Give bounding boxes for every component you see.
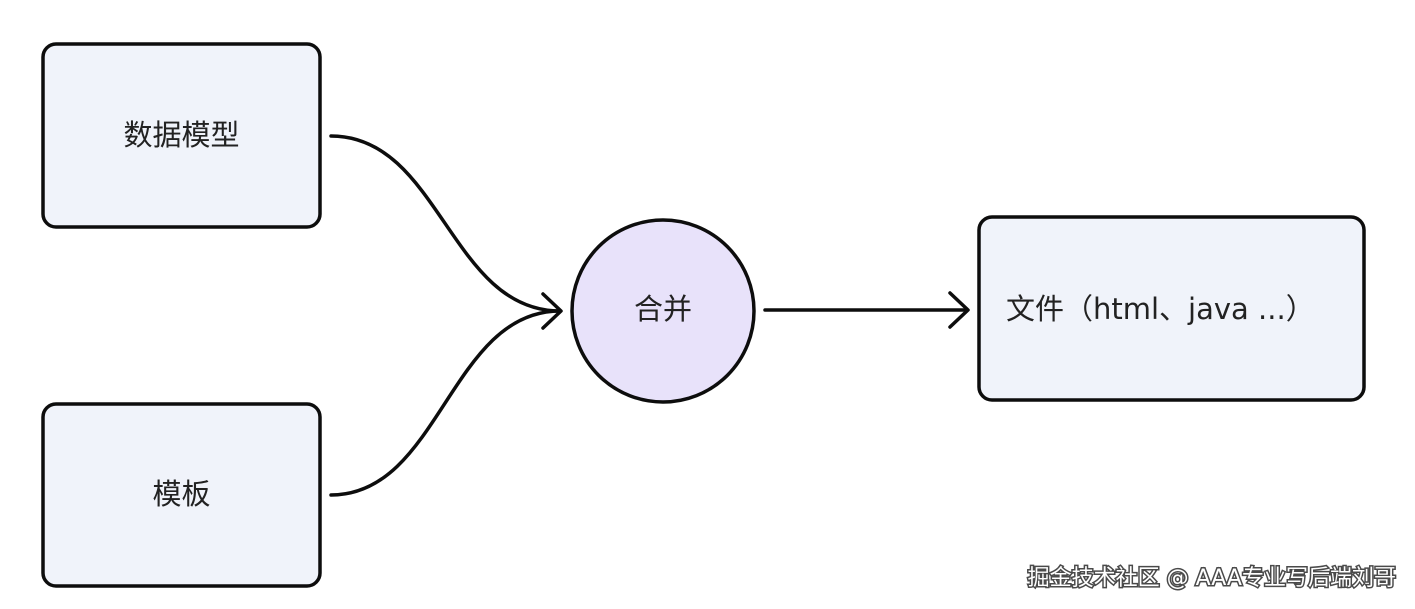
- node-data-model-label: 数据模型: [123, 118, 239, 152]
- node-output-file: 文件（html、java ...）: [977, 215, 1366, 402]
- node-template-label: 模板: [152, 477, 210, 511]
- edge-merge-to-output-file: [763, 291, 970, 329]
- node-output-file-label: 文件（html、java ...）: [1006, 292, 1315, 326]
- node-merge-label: 合并: [634, 292, 692, 326]
- node-template: 模板: [41, 402, 322, 588]
- node-template-box: [41, 402, 322, 588]
- edge-template-to-merge: [329, 309, 562, 497]
- node-merge: 合并: [570, 218, 756, 404]
- edge-data-model-to-merge: [329, 134, 563, 330]
- node-data-model: 数据模型: [41, 42, 322, 229]
- edge-template-to-merge-line: [329, 309, 562, 497]
- edge-data-model-to-merge-line: [329, 134, 562, 313]
- node-output-file-box: [977, 215, 1366, 402]
- watermark-text: 掘金技术社区 @ AAA专业写后端刘哥: [1028, 566, 1396, 591]
- node-merge-circle: [570, 218, 756, 404]
- node-data-model-box: [41, 42, 322, 229]
- edge-merge-to-output-file-arrowhead: [948, 291, 970, 329]
